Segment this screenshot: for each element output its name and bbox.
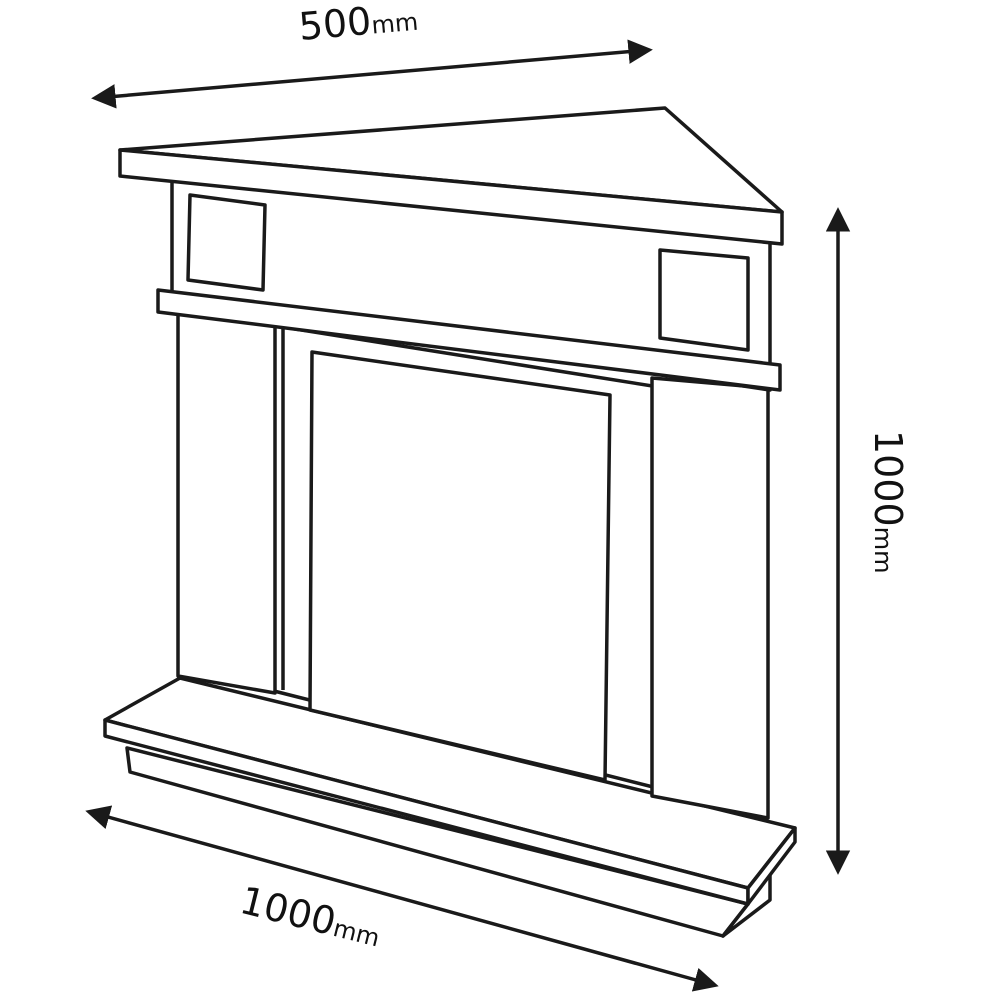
fireplace-drawing	[103, 106, 797, 938]
depth-arrow	[91, 39, 653, 109]
fire-panel	[308, 350, 612, 782]
frieze-right-square	[658, 248, 750, 352]
frieze-left-square	[186, 193, 267, 292]
left-leg	[176, 308, 277, 695]
depth-label: 500mm	[297, 0, 420, 49]
width-arrow	[85, 805, 719, 992]
width-label: 1000mm	[236, 878, 386, 955]
height-label: 1000mm	[866, 430, 910, 573]
dimension-lines	[85, 39, 851, 992]
mantel-front	[118, 148, 784, 246]
hearth-side	[746, 826, 797, 906]
right-leg	[650, 376, 770, 820]
mid-rail	[156, 288, 782, 392]
